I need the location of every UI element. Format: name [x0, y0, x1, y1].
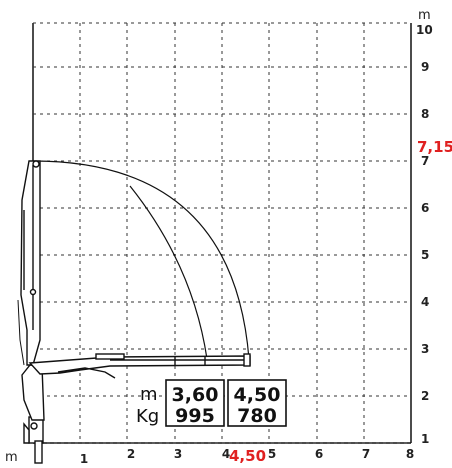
reach-unit-label: m — [140, 384, 158, 405]
x-tick-label: 5 — [268, 447, 276, 461]
load-box-1-load: 995 — [175, 405, 215, 427]
load-box-1-reach: 3,60 — [172, 384, 219, 406]
y-tick-label: 2 — [421, 389, 429, 403]
load-box-2-load: 780 — [237, 405, 277, 427]
x-tick-label: 6 — [315, 447, 323, 461]
y-axis-tick-labels: 1 2 3 4 5 6 7 8 9 10 — [416, 23, 433, 446]
y-tick-label: 1 — [421, 432, 429, 446]
x-tick-label: 2 — [127, 447, 135, 461]
load-unit-label: Kg — [136, 406, 159, 427]
max-height-value: 7,15 — [417, 138, 452, 156]
load-table: m Kg 3,60 995 4,50 780 — [136, 379, 287, 427]
x-tick-label: 8 — [406, 447, 414, 461]
y-tick-label: 10 — [416, 23, 433, 37]
y-tick-label: 6 — [421, 201, 429, 215]
y-tick-label: 7 — [421, 154, 429, 168]
max-reach-curve — [32, 160, 250, 360]
y-tick-label: 4 — [421, 295, 429, 309]
grid-vertical — [79, 23, 365, 443]
y-tick-label: 5 — [421, 248, 429, 262]
x-tick-label: 1 — [80, 452, 88, 466]
max-reach-value: 4,50 — [229, 447, 266, 465]
top-unit-label: m — [418, 8, 431, 23]
x-tick-label: 7 — [362, 447, 370, 461]
load-box-2-reach: 4,50 — [234, 384, 281, 406]
grid-horizontal — [33, 22, 411, 444]
x-tick-label: 3 — [174, 447, 182, 461]
y-tick-label: 8 — [421, 107, 429, 121]
y-tick-label: 9 — [421, 60, 429, 74]
inner-reach-curve — [129, 185, 208, 360]
load-box-2 — [227, 379, 287, 427]
x-tick-label: 4 — [222, 447, 230, 461]
y-tick-label: 3 — [421, 342, 429, 356]
bottom-left-unit-label: m — [5, 450, 18, 465]
crane-icon — [17, 160, 251, 464]
load-box-1 — [165, 379, 225, 427]
x-axis-tick-labels: 1 2 3 4 5 6 7 8 — [80, 447, 414, 466]
